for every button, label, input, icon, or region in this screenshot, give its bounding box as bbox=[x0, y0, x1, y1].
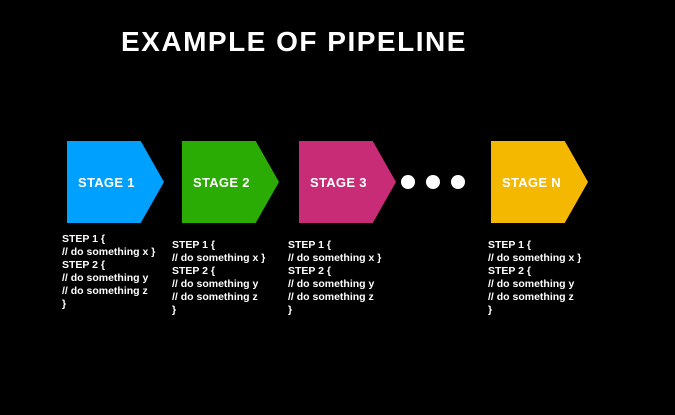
code-line: // do something y bbox=[62, 272, 149, 284]
code-line: STEP 1 { bbox=[288, 239, 331, 251]
code-block-stage-2: STEP 1 { // do something x } STEP 2 { //… bbox=[172, 239, 265, 317]
code-block-stage-1: STEP 1 { // do something x } STEP 2 { //… bbox=[62, 233, 155, 311]
code-line: // do something z bbox=[488, 291, 574, 303]
stage-label-2: STAGE 2 bbox=[193, 174, 250, 190]
ellipsis-dot bbox=[451, 175, 465, 189]
code-line: } bbox=[488, 304, 493, 316]
code-line: // do something x } bbox=[288, 252, 382, 264]
code-line: // do something x } bbox=[488, 252, 582, 264]
code-line: // do something x } bbox=[62, 246, 156, 258]
stage-label-n: STAGE N bbox=[502, 174, 561, 190]
code-line: // do something y bbox=[172, 278, 259, 290]
code-line: // do something z bbox=[288, 291, 374, 303]
ellipsis-dot bbox=[426, 175, 440, 189]
stage-label-3: STAGE 3 bbox=[310, 174, 367, 190]
code-line: STEP 2 { bbox=[288, 265, 331, 277]
page-title: EXAMPLE OF PIPELINE bbox=[121, 26, 467, 57]
stage-arrow-1: STAGE 1 bbox=[67, 141, 164, 223]
code-line: STEP 2 { bbox=[488, 265, 531, 277]
code-line: STEP 1 { bbox=[172, 239, 215, 251]
code-line: STEP 2 { bbox=[62, 259, 105, 271]
ellipsis-dot bbox=[401, 175, 415, 189]
stage-arrow-2: STAGE 2 bbox=[182, 141, 279, 223]
code-block-stage-n: STEP 1 { // do something x } STEP 2 { //… bbox=[488, 239, 581, 317]
code-line: // do something z bbox=[62, 285, 148, 297]
code-line: STEP 1 { bbox=[488, 239, 531, 251]
stage-label-1: STAGE 1 bbox=[78, 174, 135, 190]
code-line: STEP 2 { bbox=[172, 265, 215, 277]
code-block-stage-3: STEP 1 { // do something x } STEP 2 { //… bbox=[288, 239, 381, 317]
stage-arrow-3: STAGE 3 bbox=[299, 141, 396, 223]
code-line: // do something z bbox=[172, 291, 258, 303]
code-line: } bbox=[172, 304, 177, 316]
code-line: // do something y bbox=[488, 278, 575, 290]
stage-arrow-n: STAGE N bbox=[491, 141, 588, 223]
code-line: // do something y bbox=[288, 278, 375, 290]
code-line: } bbox=[288, 304, 293, 316]
code-line: STEP 1 { bbox=[62, 233, 105, 245]
code-line: } bbox=[62, 298, 67, 310]
code-line: // do something x } bbox=[172, 252, 266, 264]
